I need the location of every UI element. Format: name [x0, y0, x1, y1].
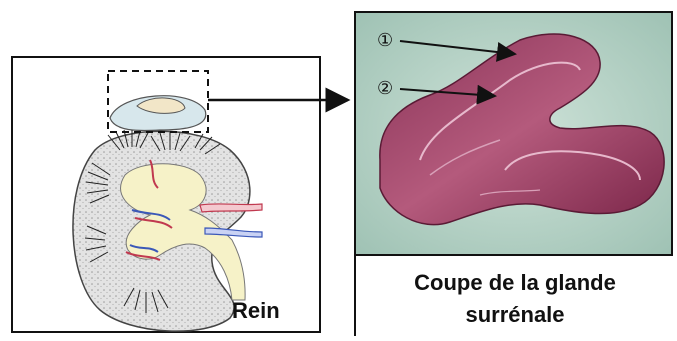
callout-number-1: ① — [377, 30, 393, 51]
caption-line-2: surrénale — [465, 302, 564, 327]
caption-line-1: Coupe de la glande — [414, 270, 616, 295]
kidney-panel: Rein — [12, 57, 320, 332]
callout-number-2: ② — [377, 78, 393, 99]
micrograph-panel: ① ② — [355, 12, 672, 255]
kidney-label: Rein — [232, 298, 280, 323]
